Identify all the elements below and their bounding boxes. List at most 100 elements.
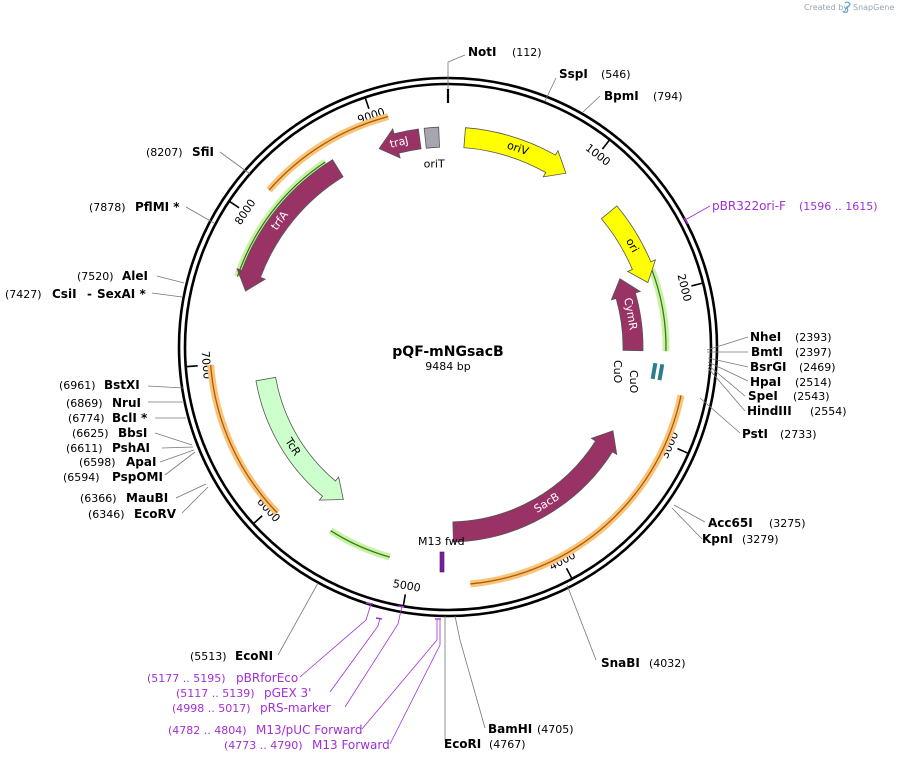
- feature-tcr-arrow[interactable]: [255, 376, 344, 501]
- site-label[interactable]: SfiI: [192, 145, 214, 159]
- plasmid-name: pQF-mNGsacB: [392, 344, 503, 360]
- site-label[interactable]: NruI: [112, 396, 141, 410]
- site-label[interactable]: KpnI: [702, 532, 733, 546]
- tick-mark: [402, 594, 407, 607]
- feature-ori-arrow[interactable]: [600, 205, 657, 284]
- site-position: (7427): [5, 288, 42, 301]
- site-position: (3275): [769, 517, 806, 530]
- tick-mark: [565, 567, 573, 580]
- site-position: (6869): [66, 397, 103, 410]
- site-position: (4767): [489, 738, 526, 751]
- site-position: (6346): [88, 508, 125, 521]
- site-position: (2397): [795, 346, 832, 359]
- primer-position: (5177 .. 5195): [147, 672, 226, 685]
- site-position: (546): [601, 68, 631, 81]
- site-position: (6611): [66, 442, 103, 455]
- feature-label: CymR: [621, 297, 640, 332]
- site-label[interactable]: BmtI: [751, 345, 783, 359]
- site-position: (5513): [190, 650, 227, 663]
- feature-cymr-arrow[interactable]: [610, 278, 644, 352]
- primer-label[interactable]: M13/pUC Forward: [256, 723, 363, 737]
- site-position: (6366): [80, 492, 117, 505]
- site-position: (6598): [79, 456, 116, 469]
- m13-fwd-feature: M13 fwd: [418, 535, 465, 573]
- feature-trfa-arrow[interactable]: [236, 159, 344, 292]
- site-label[interactable]: SnaBI: [601, 656, 640, 670]
- orf-arc: [210, 364, 278, 514]
- site-label[interactable]: Acc65I: [708, 516, 753, 530]
- site-label[interactable]: BbsI: [118, 426, 147, 440]
- site-label[interactable]: EcoNI: [235, 649, 273, 663]
- site-position: (6961): [59, 379, 96, 392]
- primer-label[interactable]: pBRforEco: [236, 671, 298, 685]
- feature-label: oriT: [424, 158, 445, 171]
- feature-sacb-arrow[interactable]: [452, 430, 618, 543]
- tick-label: 1000: [583, 141, 613, 168]
- site-position: (7878): [89, 201, 126, 214]
- cuo-operator-1: [650, 362, 658, 380]
- site-position: (2733): [780, 428, 817, 441]
- cuo-label-1: CuO: [627, 370, 640, 394]
- site-label[interactable]: PspOMI: [112, 470, 163, 484]
- site-label[interactable]: HpaI: [750, 375, 781, 389]
- orf-arc: [330, 530, 390, 558]
- primer-position: (5117 .. 5139): [176, 687, 255, 700]
- site-separator: -: [87, 287, 92, 301]
- primer-label[interactable]: M13 Forward: [312, 738, 390, 752]
- primer-leaders: [299, 205, 711, 745]
- site-label[interactable]: SpeI: [748, 389, 778, 403]
- primer-position: (4782 .. 4804): [168, 724, 247, 737]
- site-label[interactable]: BstXI: [104, 378, 140, 392]
- site-label[interactable]: MauBI: [126, 491, 168, 505]
- site-label[interactable]: BsrGI: [750, 360, 787, 374]
- site-position: (7520): [77, 270, 114, 283]
- site-label[interactable]: HindIII: [747, 404, 792, 418]
- cuo-operators: CuO CuO: [611, 360, 665, 394]
- primer-label[interactable]: pBR322ori-F: [712, 199, 786, 213]
- feature-orit-arrow[interactable]: [423, 126, 440, 149]
- primer-position: (1596 .. 1615): [799, 200, 878, 213]
- orf-arc: [236, 161, 326, 277]
- feature-label: traJ: [388, 134, 409, 151]
- tick-mark: [252, 515, 263, 525]
- site-label[interactable]: CsiI: [52, 287, 77, 301]
- site-position: (2469): [799, 361, 836, 374]
- primer-position: (4773 .. 4790): [224, 739, 303, 752]
- site-position: (3279): [742, 533, 779, 546]
- created-by-text: Created by: [804, 3, 848, 12]
- feature-oriv-arrow[interactable]: [463, 127, 567, 178]
- cuo-label-2: CuO: [611, 360, 624, 384]
- site-label[interactable]: EcoRI: [444, 737, 481, 751]
- tick-mark: [364, 97, 370, 110]
- orf-arc: [651, 268, 667, 352]
- site-label[interactable]: ApaI: [126, 455, 156, 469]
- site-label[interactable]: BclI *: [112, 411, 148, 425]
- primer-label[interactable]: pRS-marker: [260, 701, 331, 715]
- site-label[interactable]: AleI: [122, 269, 148, 283]
- tick-mark: [228, 200, 240, 209]
- site-label[interactable]: NotI: [468, 45, 497, 59]
- tick-label: 8000: [232, 197, 258, 228]
- tick-mark: [601, 139, 611, 150]
- site-position: (2543): [793, 390, 830, 403]
- feature-traj-arrow[interactable]: [378, 127, 422, 159]
- site-label[interactable]: PstI: [742, 427, 768, 441]
- primer-label[interactable]: pGEX 3': [264, 686, 311, 700]
- primer-position: (4998 .. 5017): [172, 702, 251, 715]
- site-label[interactable]: PflMI *: [135, 200, 180, 214]
- site-label[interactable]: NheI: [750, 330, 781, 344]
- site-label[interactable]: BamHI: [488, 722, 532, 736]
- site-position: (794): [653, 90, 683, 103]
- site-label[interactable]: BpmI: [604, 89, 639, 103]
- site-labels: NotI (112) SspI (546) BpmI (794) NheI (2…: [5, 45, 847, 751]
- orf-arc: [268, 116, 389, 191]
- site-label[interactable]: PshAI: [112, 441, 150, 455]
- site-label[interactable]: SexAI *: [97, 287, 146, 301]
- m13-fwd-label: M13 fwd: [418, 535, 465, 548]
- site-label[interactable]: SspI: [559, 67, 588, 81]
- tick-label: 5000: [392, 577, 422, 595]
- site-label[interactable]: EcoRV: [134, 507, 177, 521]
- site-position: (6594): [63, 471, 100, 484]
- site-position: (6774): [68, 412, 105, 425]
